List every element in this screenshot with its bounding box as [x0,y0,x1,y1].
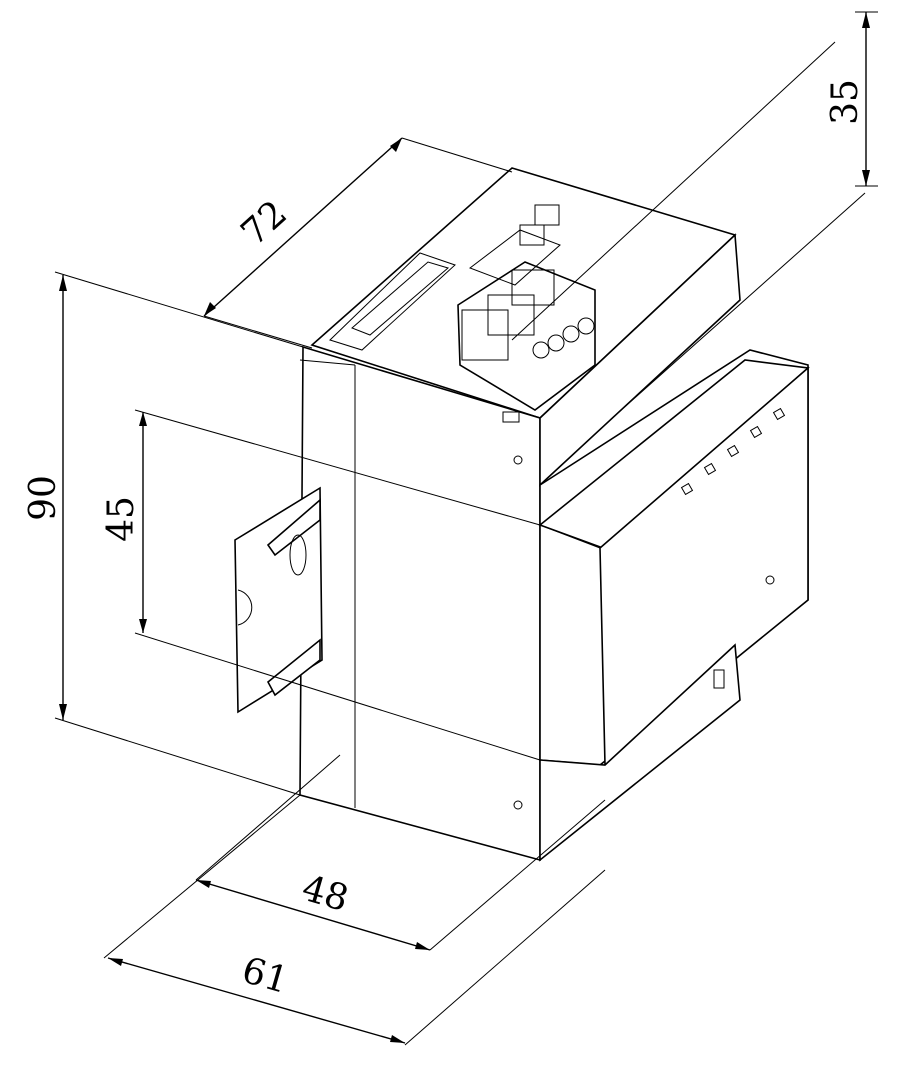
dimension-lines [62,12,867,1044]
extension-lines [54,11,878,1046]
dimension-label-35: 35 [825,79,866,125]
dimension-label-90: 90 [23,475,64,521]
dimension-label-72: 72 [234,193,295,254]
device-body [234,167,810,862]
dimension-label-45: 45 [101,496,142,542]
arrowheads [59,12,870,1043]
dimension-label-61: 61 [238,950,293,1002]
